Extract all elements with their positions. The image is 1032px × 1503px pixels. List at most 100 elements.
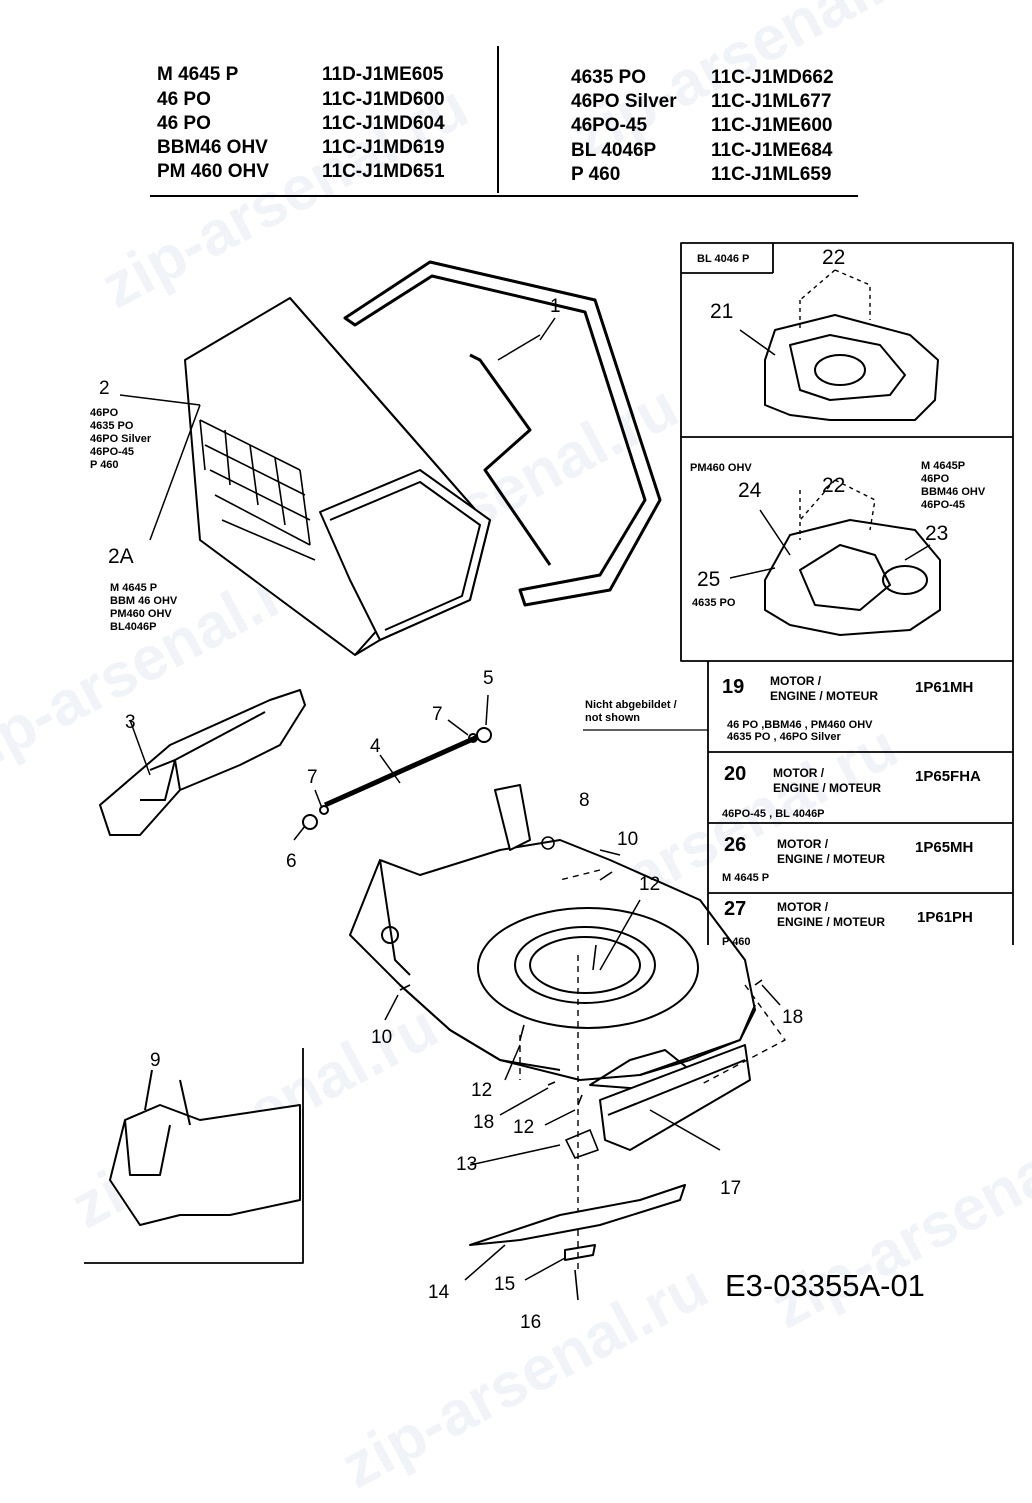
mower-deck (349, 784, 756, 1151)
callout-14: 14 (428, 1282, 450, 1303)
engine-label: MOTOR / ENGINE / MOTEUR (777, 837, 885, 867)
engine-ref-number: 19 (722, 676, 745, 698)
engine-code: 1P61MH (915, 679, 974, 696)
callout-18: 18 (473, 1112, 495, 1133)
part-2-models: 46PO 4635 PO 46PO Silver 46PO-45 P 460 (90, 407, 151, 472)
callout-7: 7 (432, 704, 443, 725)
label-line: MOTOR / (770, 674, 822, 688)
note-line: Nicht abgebildet / (585, 699, 677, 711)
model-code: 11C-J1MD604 (322, 113, 445, 134)
model-code: 11C-J1MD600 (322, 89, 445, 110)
not-shown-note: Nicht abgebildet / not shown (585, 699, 677, 725)
callout-10: 10 (617, 829, 639, 850)
callout-3: 3 (125, 712, 136, 733)
callout-12: 12 (639, 874, 661, 895)
part-2a-models: M 4645 P BBM 46 OHV PM460 OHV BL4046P (110, 582, 177, 634)
callout-8: 8 (579, 790, 590, 811)
model-code: 11C-J1MD662 (711, 67, 834, 88)
model-code: 11D-J1ME605 (322, 64, 444, 85)
blade-part-14 (469, 1184, 686, 1261)
engine-models: 46 PO ,BBM46 , PM460 OHV 4635 PO , 46PO … (727, 719, 873, 743)
label-line: ENGINE / MOTEUR (773, 781, 882, 795)
callout-17: 17 (720, 1178, 742, 1199)
engine-models: 46PO-45 , BL 4046P (722, 808, 825, 820)
model-name: PM 460 OHV (157, 161, 269, 182)
engine-code: 1P65MH (915, 839, 974, 856)
callout-22: 22 (822, 246, 846, 269)
model-label: 4635 PO (90, 420, 134, 432)
engine-cover-header: BL 4046 P (697, 253, 750, 265)
callout-6: 6 (286, 851, 297, 872)
callout-25: 25 (697, 568, 721, 591)
callout-7: 7 (307, 767, 318, 788)
deflector-part-3 (99, 689, 306, 836)
model-label: M 4645 P (110, 582, 158, 594)
engine-code: 1P61PH (917, 909, 973, 926)
model-label: BBM 46 OHV (110, 595, 178, 607)
model-name: 46 PO (157, 113, 211, 134)
callout-2a: 2A (108, 545, 134, 568)
model-name: BL 4046P (571, 140, 657, 161)
model-label: 46PO (921, 473, 950, 485)
callout-5: 5 (483, 668, 494, 689)
part-25-model: 4635 PO (692, 597, 736, 609)
model-label: 46PO (90, 407, 119, 419)
callout-1: 1 (550, 296, 561, 317)
diagram-id: E3-03355A-01 (725, 1268, 925, 1303)
model-label: M 4645P (921, 460, 966, 472)
model-code: 11C-J1ME684 (711, 140, 833, 161)
model-name: 46 PO (157, 89, 211, 110)
note-line: not shown (585, 712, 640, 724)
callout-12: 12 (471, 1080, 493, 1101)
model-label: BBM46 OHV (921, 486, 986, 498)
model-label: 46PO-45 (921, 499, 966, 511)
bag-frame-part-1 (343, 260, 662, 607)
engine-cover-right-models: M 4645P 46PO BBM46 OHV 46PO-45 (921, 460, 985, 512)
label-line: MOTOR / (777, 900, 829, 914)
model-name: P 460 (571, 164, 621, 185)
model-label: P 460 (90, 459, 119, 471)
engine-ref-number: 27 (724, 898, 747, 920)
model-label: PM460 OHV (110, 608, 172, 620)
model-label: 46PO Silver (90, 433, 152, 445)
engine-code: 1P65FHA (915, 768, 981, 785)
fasteners (399, 836, 763, 1301)
model-code: 11C-J1ME600 (711, 115, 833, 136)
model-code: 11C-J1MD651 (322, 161, 445, 182)
callout-21: 21 (710, 300, 734, 323)
callout-22: 22 (822, 474, 846, 497)
model-name: BBM46 OHV (157, 137, 268, 158)
callout-16: 16 (520, 1312, 542, 1333)
parts-diagram (84, 46, 1014, 1301)
model-line: M 4645 P (722, 872, 770, 884)
callout-24: 24 (738, 479, 762, 502)
label-line: ENGINE / MOTEUR (777, 852, 886, 866)
engine-cover-left-label: PM460 OHV (690, 462, 752, 474)
label-line: MOTOR / (777, 837, 829, 851)
model-code: 11C-J1ML677 (711, 91, 832, 112)
model-name: 46PO-45 (571, 115, 648, 136)
engine-ref-number: 26 (724, 834, 747, 856)
model-line: 4635 PO , 46PO Silver (727, 731, 841, 743)
engine-models: P 460 (722, 936, 751, 948)
model-name: 4635 PO (571, 67, 646, 88)
engine-label: MOTOR / ENGINE / MOTEUR (770, 674, 878, 704)
model-code: 11C-J1MD619 (322, 137, 445, 158)
callout-12: 12 (513, 1117, 535, 1138)
model-line: 46 PO ,BBM46 , PM460 OHV (727, 719, 873, 731)
label-line: MOTOR / (773, 766, 825, 780)
callout-13: 13 (456, 1154, 478, 1175)
callout-23: 23 (925, 522, 949, 545)
engine-label: MOTOR / ENGINE / MOTEUR (777, 900, 885, 930)
model-label: 46PO-45 (90, 446, 135, 458)
label-line: ENGINE / MOTEUR (777, 915, 886, 929)
part-9-box (84, 1048, 304, 1264)
label-line: ENGINE / MOTEUR (770, 689, 879, 703)
model-label: BL4046P (110, 621, 157, 633)
model-line: 46PO-45 , BL 4046P (722, 808, 825, 820)
callout-9: 9 (150, 1050, 161, 1071)
model-line: P 460 (722, 936, 751, 948)
callout-18: 18 (782, 1007, 804, 1028)
callout-4: 4 (370, 736, 381, 757)
engine-cover-bottom (729, 479, 941, 636)
